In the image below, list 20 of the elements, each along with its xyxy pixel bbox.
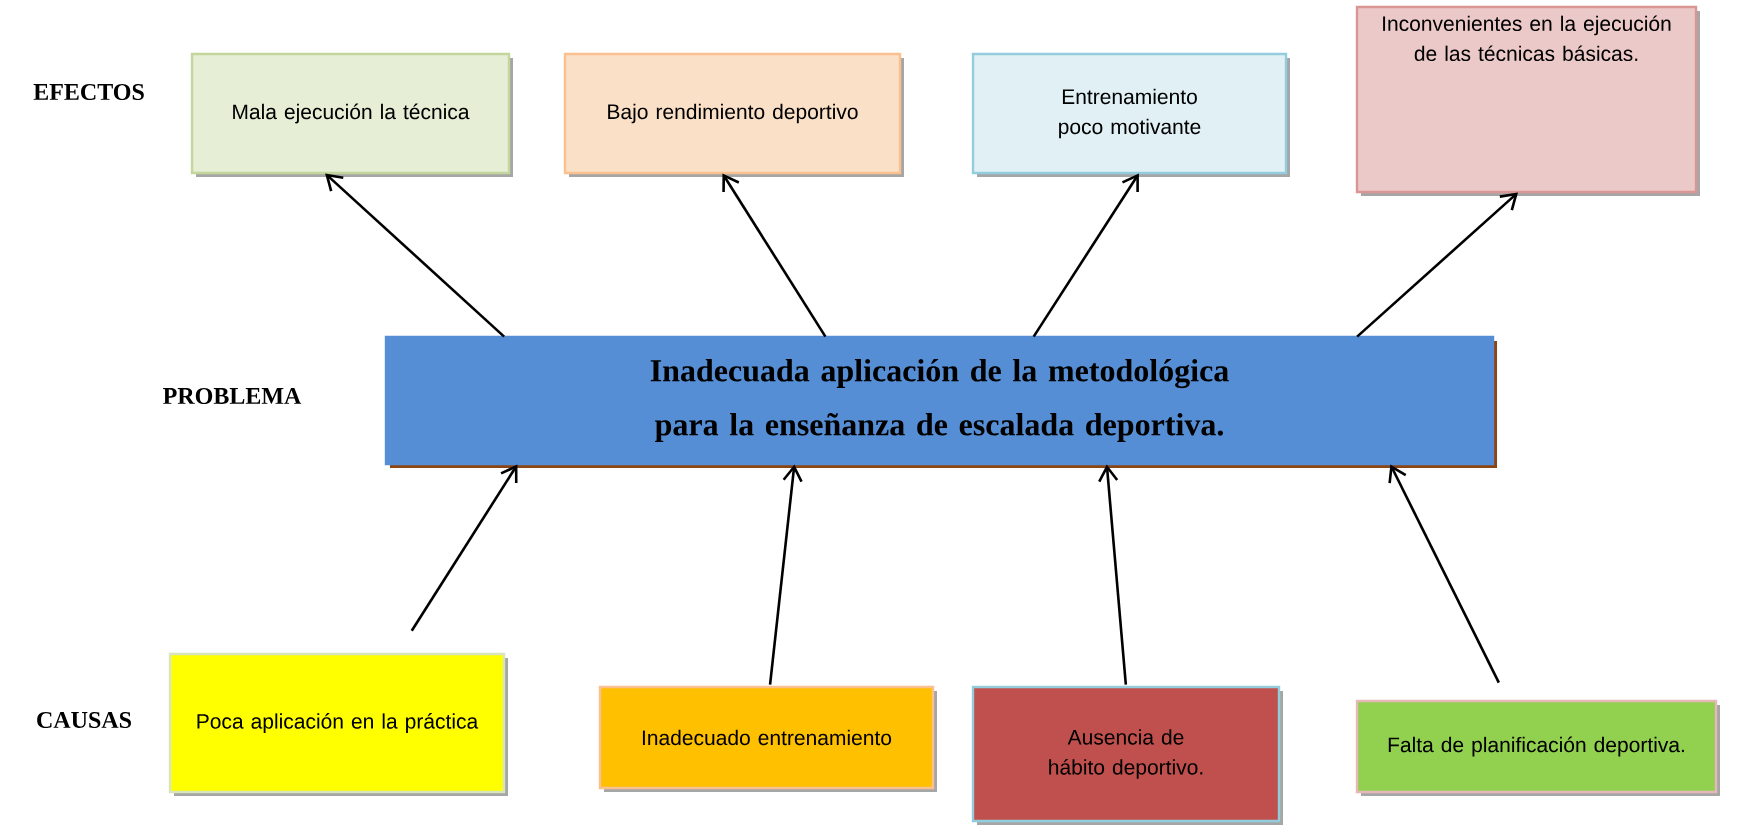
cause-box: Inadecuado entrenamiento bbox=[598, 685, 937, 792]
effect-box: Entrenamiento poco motivante bbox=[971, 52, 1290, 177]
side-label: EFECTOS bbox=[33, 83, 144, 101]
arrow bbox=[722, 173, 827, 338]
side-label: PROBLEMA bbox=[163, 387, 302, 405]
effect-box: Bajo rendimiento deportivo bbox=[563, 52, 904, 177]
problem-box: Inadecuada aplicación de la metodológica para la enseñanza de escalada deportiva. bbox=[384, 335, 1497, 468]
arrow bbox=[325, 173, 505, 338]
arrow bbox=[768, 464, 803, 685]
side-label: CAUSAS bbox=[37, 711, 131, 729]
arrow bbox=[1032, 173, 1139, 338]
arrow bbox=[1356, 192, 1519, 338]
cause-box: Ausencia de hábito deportivo. bbox=[971, 685, 1283, 825]
arrow bbox=[410, 464, 518, 632]
effect-box: Inconvenientes en la ejecución de las técnicas básicas. bbox=[1355, 5, 1700, 196]
arrow bbox=[1388, 464, 1500, 684]
cause-box: Poca aplicación en la práctica bbox=[168, 652, 508, 796]
effect-box: Mala ejecución la técnica bbox=[190, 52, 513, 177]
arrow bbox=[1098, 464, 1128, 685]
cause-box: Falta de planificación deportiva. bbox=[1355, 699, 1720, 796]
